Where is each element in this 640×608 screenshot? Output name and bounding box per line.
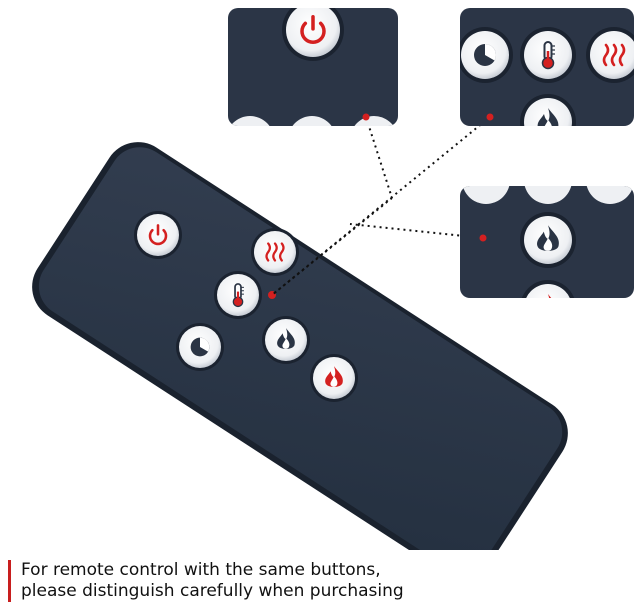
timer-icon (474, 44, 496, 66)
product-scene (32, 8, 634, 550)
remote-button-timer[interactable] (176, 323, 224, 371)
remote-button-heat[interactable] (251, 228, 299, 276)
remote-button-flame-color[interactable] (310, 354, 358, 402)
caption-line-2: please distinguish carefully when purcha… (21, 581, 404, 601)
inset-thermostat (460, 8, 634, 126)
remote-button-power[interactable] (134, 211, 182, 259)
timer-icon (190, 337, 210, 357)
inset-flame (460, 186, 634, 298)
remote-button-thermostat[interactable] (214, 271, 262, 319)
caption-line-1: For remote control with the same buttons… (21, 560, 381, 580)
callout-lines (271, 116, 491, 296)
inset-power (228, 8, 398, 126)
caption: For remote control with the same buttons… (8, 560, 640, 602)
remote-button-flame[interactable] (262, 316, 310, 364)
